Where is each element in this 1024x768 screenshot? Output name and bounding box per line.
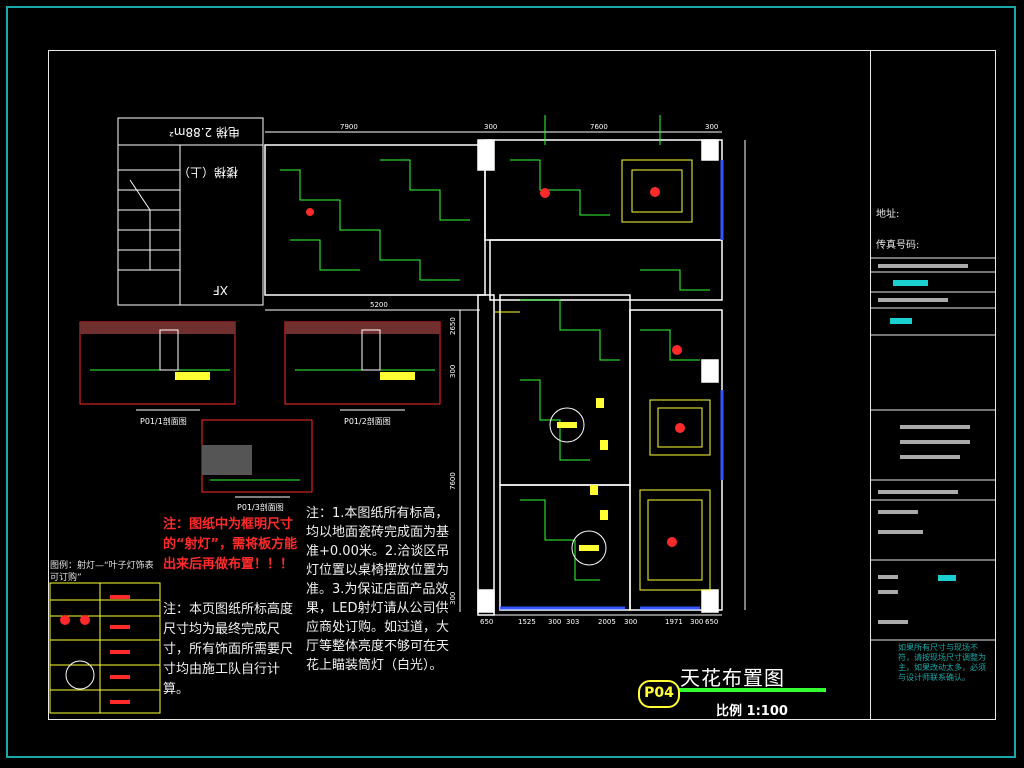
- stair-block: [117, 117, 264, 306]
- section-detail-2: [284, 321, 441, 411]
- walls: [264, 139, 723, 616]
- dim-top-0: 7900: [340, 123, 358, 131]
- dim-left-1: 300: [449, 365, 457, 378]
- address-label: 地址:: [876, 209, 900, 220]
- stair-label: 楼梯（上）: [178, 165, 238, 180]
- legend-title: 图例：射灯—“叶子灯饰表可订购”: [50, 561, 154, 583]
- chandeliers: [306, 187, 685, 547]
- dim-top-3: 300: [705, 123, 718, 131]
- general-notes: 注：1.本图纸所有标高，均以地面瓷砖完成面为基准+0.00米。2.洽谈区吊灯位置…: [306, 506, 450, 673]
- title-underline: [678, 688, 826, 692]
- red-note: 注：图纸中为框明尺寸的“射灯”，需将板方能出来后再做布置！！！: [163, 517, 298, 572]
- dim-bot-3: 303: [566, 618, 579, 626]
- section-detail-3: [201, 419, 313, 498]
- section1-caption: P01/1剖面图: [140, 416, 187, 426]
- section2-caption: P01/2剖面图: [344, 416, 391, 426]
- title-block: [870, 257, 996, 641]
- dim-left-0: 2650: [449, 317, 457, 335]
- windows: [500, 160, 724, 610]
- fax-label: 传真号码:: [876, 240, 920, 251]
- section3-caption: P01/3剖面图: [237, 502, 284, 512]
- fixtures: [549, 398, 608, 566]
- height-note: 注：本页图纸所标高度尺寸均为最终完成尺寸，所有饰面所需要尺寸均由施工队自行计算。: [163, 602, 294, 697]
- dimension-texts: 7900 300 7600 300 5200 650 1525 300 303 …: [340, 123, 718, 626]
- section-detail-1: [79, 321, 236, 411]
- dim-left-2: 7600: [449, 472, 457, 490]
- drawing-scale: 比例 1:100: [716, 704, 788, 719]
- xf-label: XF: [213, 283, 228, 297]
- title-block-note: 如果所有尺寸与现场不符，请按现场尺寸调整为主，如果改动太多，必须与设计师联系确认…: [898, 643, 986, 682]
- dim-bot-6: 1971: [665, 618, 683, 626]
- dim-bot-1: 1525: [518, 618, 536, 626]
- dim-bot-5: 300: [624, 618, 637, 626]
- dim-bot-7: 300: [690, 618, 703, 626]
- elevator-label: 电梯 2.88m²: [169, 125, 240, 139]
- drawing-border: [48, 50, 996, 720]
- dim-top-1: 300: [484, 123, 497, 131]
- outer-frame: [6, 6, 1016, 758]
- dim-bot-2: 300: [548, 618, 561, 626]
- drawing-title: 天花布置图: [680, 666, 785, 690]
- dim-left-3: 300: [449, 592, 457, 605]
- drawing-code: P04: [638, 680, 680, 708]
- dimension-lines: [265, 131, 746, 616]
- dim-mid-0: 5200: [370, 301, 388, 309]
- legend-table: [49, 582, 161, 714]
- dim-bot-4: 2005: [598, 618, 616, 626]
- dim-top-2: 7600: [590, 123, 608, 131]
- title-block-divider: [870, 50, 871, 720]
- dim-bot-8: 650: [705, 618, 718, 626]
- ceiling-recesses: [621, 159, 711, 591]
- lighting-circuits: [280, 115, 710, 581]
- dim-bot-0: 650: [480, 618, 493, 626]
